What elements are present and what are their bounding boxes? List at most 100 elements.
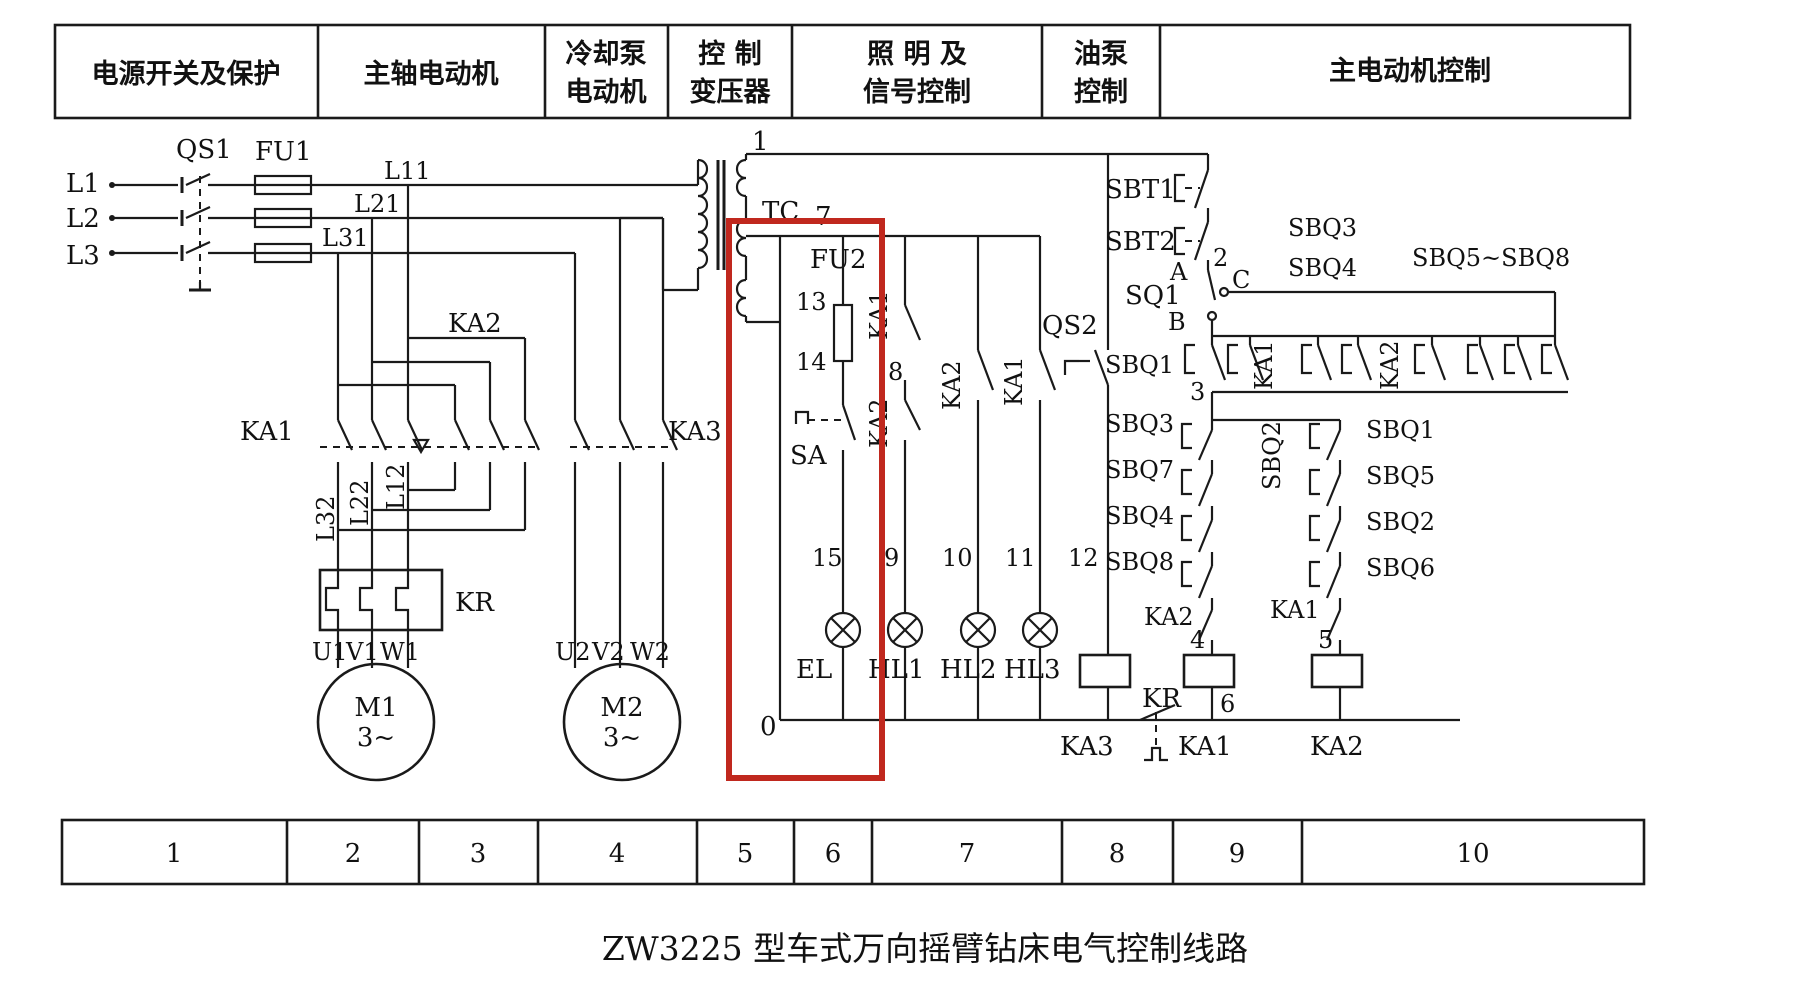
label-KA3-coil: KA3 — [1060, 732, 1114, 762]
label-node-5: 5 — [1318, 626, 1333, 654]
left-stop-chain — [1180, 420, 1214, 655]
header-coolant-motor-1: 冷却泵 — [566, 39, 647, 70]
footer-table: 1 2 3 4 5 6 7 8 9 10 — [60, 818, 1646, 886]
svg-text:KA1: KA1 — [1250, 340, 1278, 390]
label-KR-contact: KR — [1142, 684, 1182, 714]
footer-cell-10: 10 — [1456, 839, 1489, 869]
header-oil-pump-1: 油泵 — [1074, 39, 1128, 70]
label-HL1: HL1 — [868, 655, 924, 685]
label-SQ1: SQ1 — [1125, 281, 1181, 311]
label-SBT2: SBT2 — [1105, 227, 1176, 257]
footer-cell-7: 7 — [959, 839, 976, 869]
label-FU2: FU2 — [810, 245, 867, 275]
header-lighting-1: 照 明 及 — [867, 39, 967, 70]
label-node-15: 15 — [812, 544, 843, 572]
label-node-9: 9 — [884, 544, 899, 572]
header-table: 电源开关及保护 主轴电动机 冷却泵 电动机 控 制 变压器 照 明 及 信号控制… — [53, 23, 1632, 120]
header-oil-pump-2: 控制 — [1074, 77, 1128, 108]
label-node-0: 0 — [760, 712, 777, 742]
footer-cell-1: 1 — [166, 839, 183, 869]
label-W2: W2 — [630, 638, 670, 666]
label-node-6: 6 — [1220, 690, 1235, 718]
header-lighting-2: 信号控制 — [863, 77, 971, 108]
label-EL: EL — [796, 655, 832, 685]
label-KA3-main: KA3 — [668, 417, 722, 447]
motor-M1 — [316, 662, 436, 782]
label-SBQ5: SBQ5 — [1366, 462, 1435, 490]
header-spindle-motor: 主轴电动机 — [364, 59, 499, 90]
label-node-1: 1 — [752, 127, 769, 157]
label-node-7: 7 — [815, 202, 832, 232]
upper-switch-row: KA1 KA2 — [1183, 292, 1570, 390]
label-W1: W1 — [380, 638, 420, 666]
label-QS1: QS1 — [176, 135, 232, 165]
label-SBQ2: SBQ2 — [1366, 508, 1435, 536]
label-SBQ1-left: SBQ1 — [1105, 351, 1174, 379]
label-L22: L22 — [346, 480, 374, 526]
header-control-transformer-2: 变压器 — [690, 76, 772, 108]
label-M2: M2 — [600, 693, 643, 723]
label-node-11: 11 — [1005, 544, 1036, 572]
label-node-13: 13 — [796, 288, 827, 316]
svg-text:KA2: KA2 — [1376, 340, 1404, 390]
label-C: C — [1232, 266, 1250, 294]
label-KA1-coil: KA1 — [1178, 732, 1232, 762]
label-SBQ4: SBQ4 — [1105, 502, 1174, 530]
label-L12: L12 — [382, 464, 410, 510]
main-motor-control: SBT1 SBT2 2 A C SQ1 B SBQ3 SBQ4 SBQ5~SBQ… — [1105, 154, 1570, 762]
label-SBQ3: SBQ3 — [1105, 410, 1174, 438]
footer-cell-8: 8 — [1109, 839, 1126, 869]
label-B: B — [1168, 308, 1186, 336]
footer-cell-2: 2 — [345, 839, 362, 869]
label-M1: M1 — [354, 693, 397, 723]
label-SBQ3-top: SBQ3 — [1288, 214, 1357, 242]
footer-cell-6: 6 — [825, 839, 842, 869]
label-node-10: 10 — [942, 544, 973, 572]
motor-M2 — [562, 662, 682, 782]
label-SBQ5-SBQ8: SBQ5~SBQ8 — [1412, 244, 1570, 272]
label-KA2-main: KA2 — [448, 309, 502, 339]
label-A: A — [1169, 258, 1188, 286]
label-M1-phase: 3~ — [357, 723, 395, 753]
label-KR: KR — [455, 588, 495, 618]
label-L32: L32 — [312, 496, 340, 542]
label-KA2-chain: KA2 — [1144, 603, 1194, 631]
footer-cell-9: 9 — [1229, 839, 1246, 869]
label-SBQ7: SBQ7 — [1105, 456, 1174, 484]
label-KA1-chain: KA1 — [1270, 596, 1320, 624]
label-L2: L2 — [66, 204, 100, 234]
label-SBT1: SBT1 — [1105, 175, 1176, 205]
label-node-4: 4 — [1190, 626, 1205, 654]
label-KA1-main: KA1 — [240, 417, 294, 447]
label-SBQ2-vertical: SBQ2 — [1258, 421, 1286, 490]
label-QS2: QS2 — [1042, 311, 1098, 341]
diagram-caption: ZW3225 型车式万向摇臂钻床电气控制线路 — [602, 929, 1248, 968]
label-L1: L1 — [66, 169, 100, 199]
header-coolant-motor-2: 电动机 — [566, 77, 647, 108]
label-V2: V2 — [591, 638, 625, 666]
label-SA: SA — [790, 441, 828, 471]
label-node-8: 8 — [888, 358, 903, 386]
label-KA2-coil: KA2 — [1310, 732, 1364, 762]
label-HL3: HL3 — [1004, 655, 1060, 685]
lighting-signal: FU2 13 14 SA 15 EL 0 8 KA1 KA2 9 HL1 — [760, 236, 1460, 742]
highlight-box — [726, 218, 885, 781]
power-section: L1 L2 L3 QS1 FU1 L11 L21 L31 — [66, 135, 722, 782]
footer-cell-5: 5 — [737, 839, 754, 869]
label-KA2-contact: KA2 — [938, 360, 966, 410]
footer-cell-3: 3 — [470, 839, 487, 869]
label-V1: V1 — [345, 638, 379, 666]
label-L31: L31 — [322, 224, 368, 252]
oil-pump-control: QS2 12 KA3 — [1042, 154, 1132, 762]
label-U2: U2 — [555, 638, 591, 666]
label-SBQ1: SBQ1 — [1366, 416, 1435, 444]
right-stop-chain — [1308, 422, 1342, 655]
label-KA1-contact: KA1 — [1000, 356, 1028, 406]
label-L3: L3 — [66, 241, 100, 271]
label-node-12: 12 — [1068, 544, 1099, 572]
label-L21: L21 — [354, 190, 400, 218]
label-L11: L11 — [384, 157, 430, 185]
header-power-switch: 电源开关及保护 — [92, 59, 281, 90]
header-control-transformer-1: 控 制 — [698, 39, 761, 70]
label-FU1: FU1 — [255, 137, 312, 167]
